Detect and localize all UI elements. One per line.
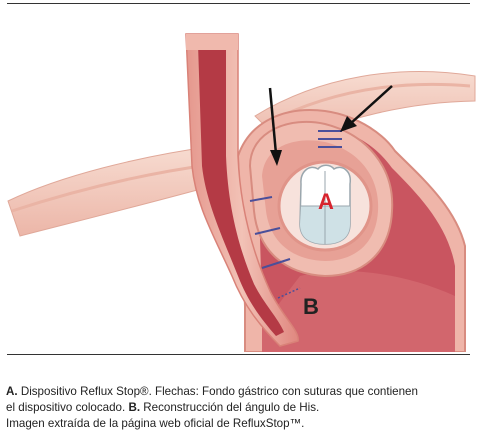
figure-caption: A. Dispositivo Reflux Stop®. Flechas: Fo… (6, 384, 472, 432)
top-rule (7, 3, 470, 4)
arrowhead-left (270, 150, 282, 166)
caption-line-2: el dispositivo colocado. B. Reconstrucci… (6, 401, 320, 414)
label-a: A (318, 189, 334, 214)
arrowhead-right (340, 116, 357, 132)
anatomy-illustration: A B (7, 33, 476, 352)
label-b: B (303, 294, 319, 319)
sutures (249, 130, 342, 299)
caption-line-3: Imagen extraída de la página web oficial… (6, 417, 305, 430)
arrow-left (268, 87, 278, 155)
caption-line-1: A. Dispositivo Reflux Stop®. Flechas: Fo… (6, 385, 418, 398)
arrow-right (349, 85, 393, 125)
caption-label-b: B. (128, 401, 141, 414)
arrows (268, 85, 393, 166)
caption-rule (7, 354, 470, 355)
device-a (277, 160, 373, 252)
esophagus (185, 33, 299, 347)
caption-label-a: A. (6, 385, 18, 398)
